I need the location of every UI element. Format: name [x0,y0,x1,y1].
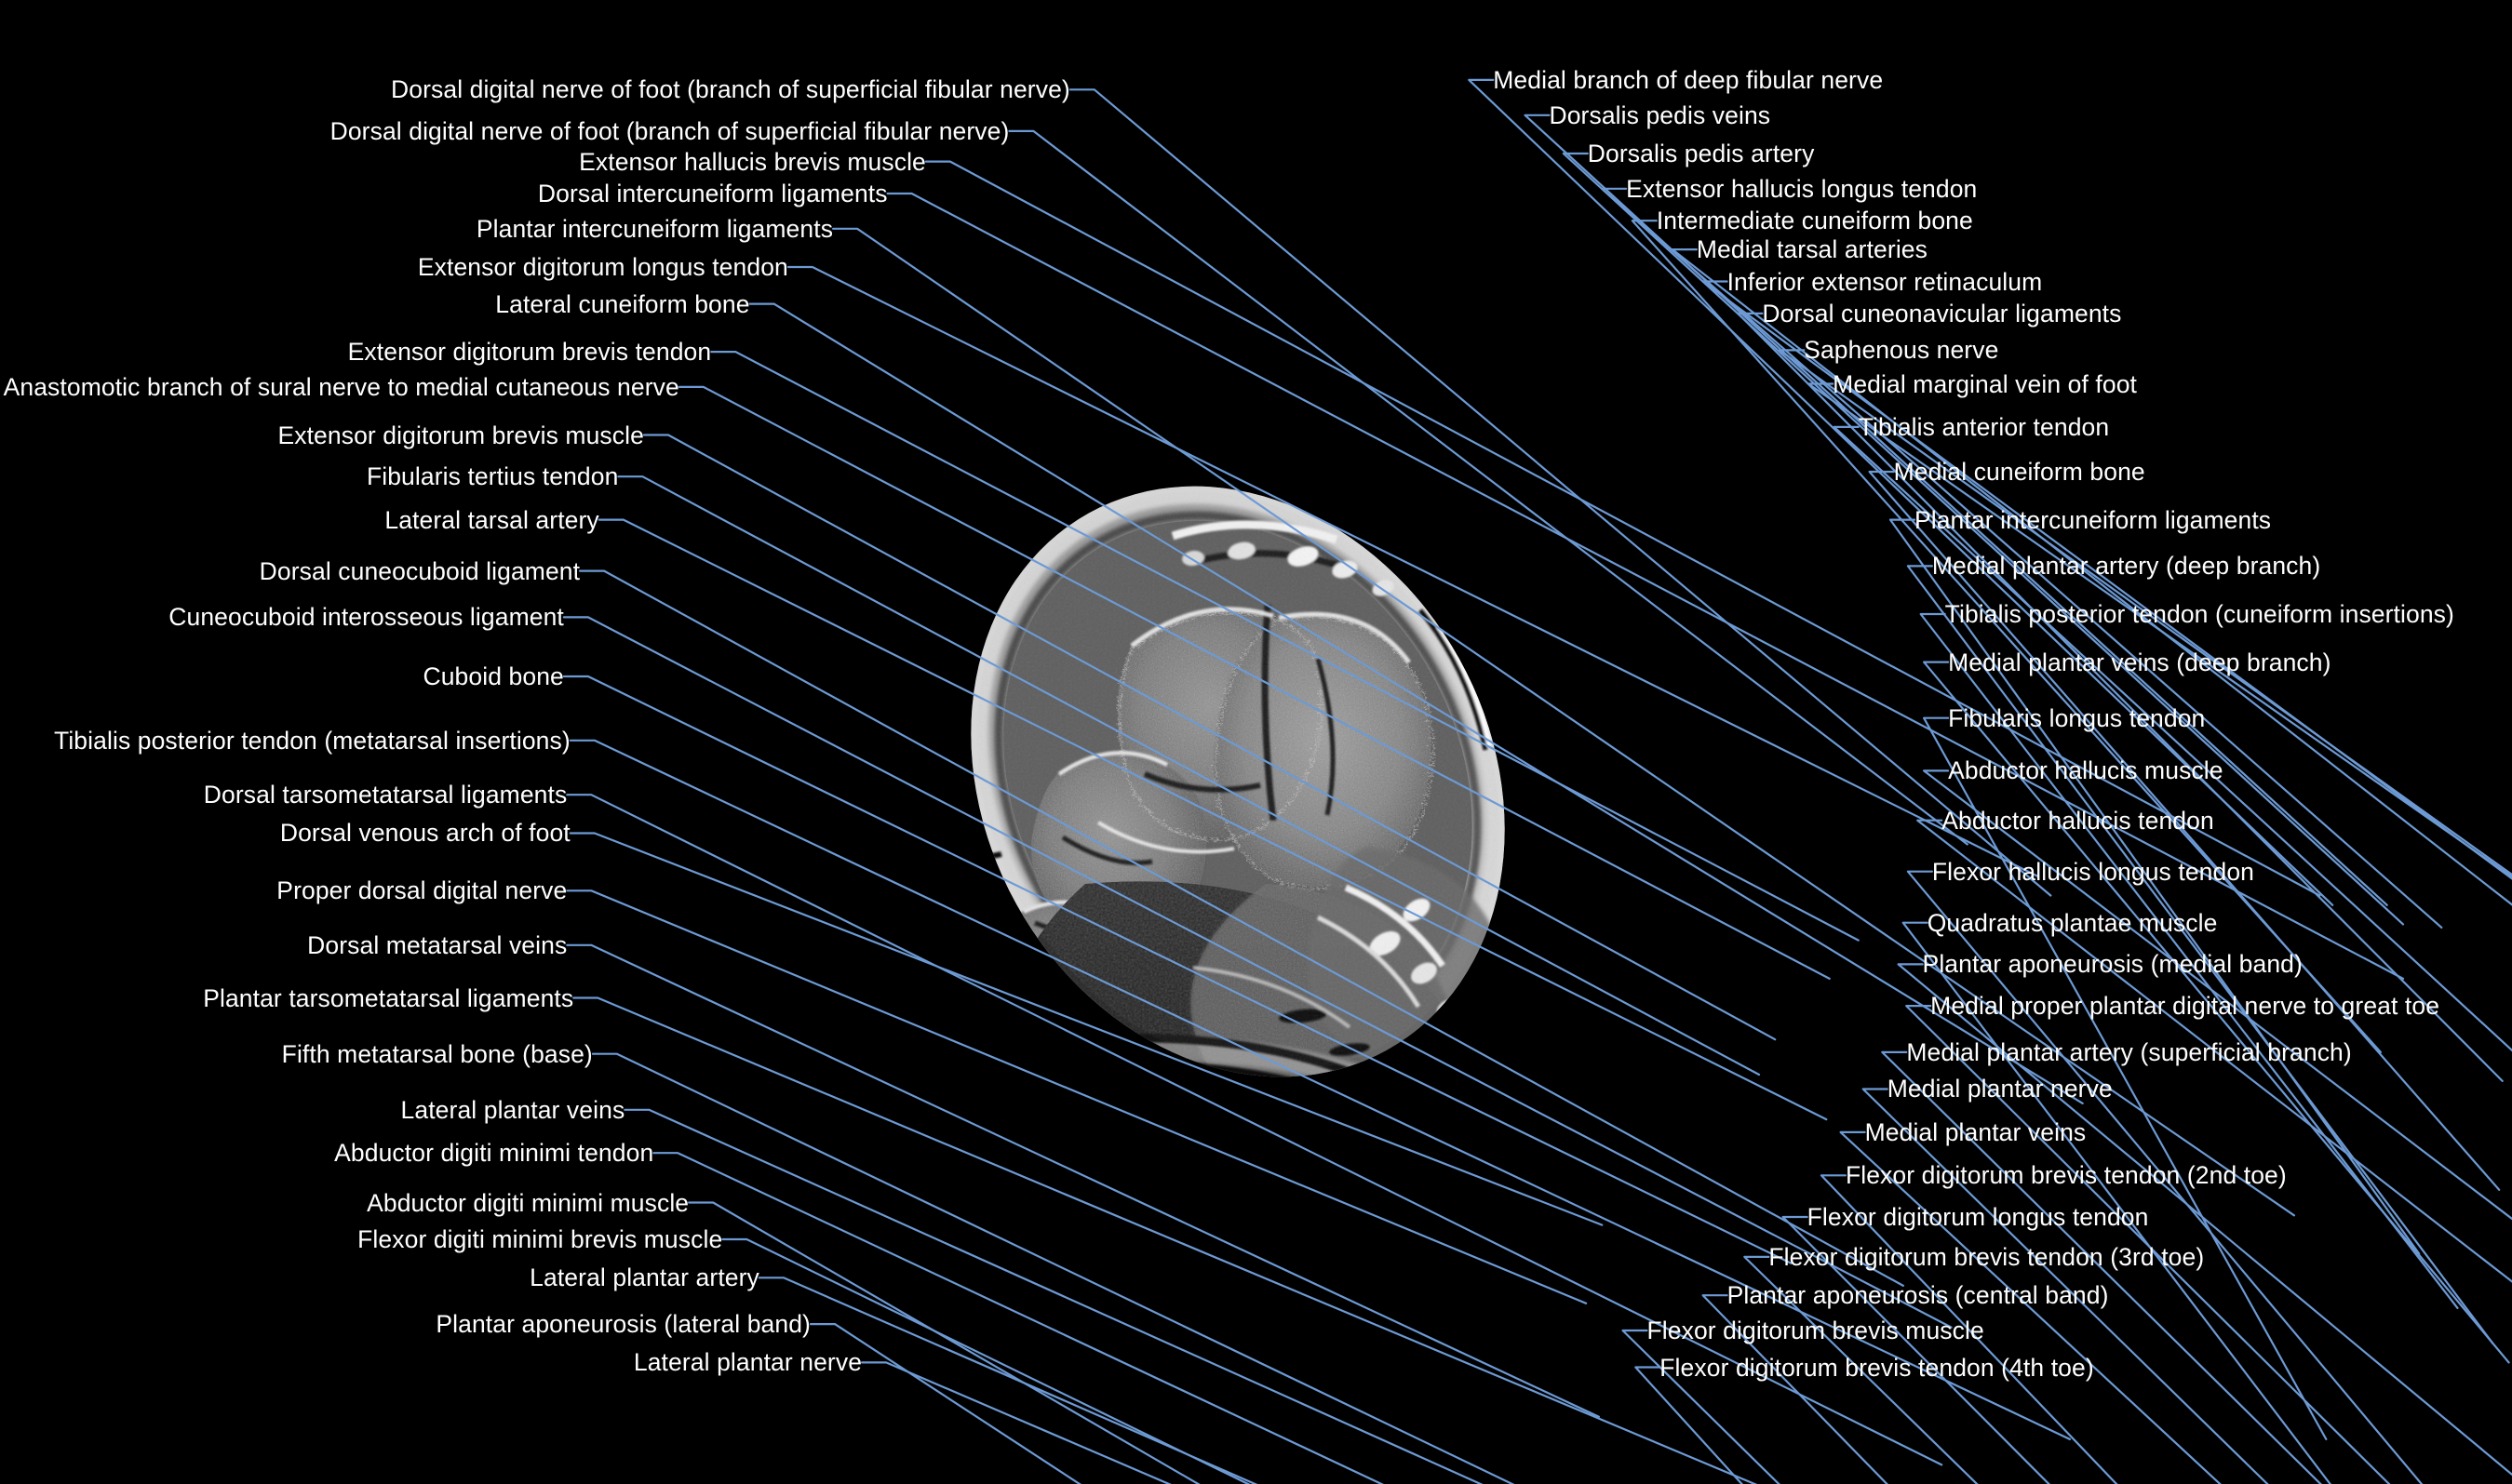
anatomy-label-r21: Quadratus plantae muscle [1927,908,2218,937]
anatomy-label-l25: Abductor digiti minimi muscle [367,1188,690,1217]
anatomy-label-r3: Dorsalis pedis artery [1587,139,1815,167]
anatomy-label-r20: Flexor hallucis longus tendon [1931,857,2255,886]
anatomy-label-l9: Anastomotic branch of sural nerve to med… [3,372,679,401]
anatomy-label-r11: Tibialis anterior tendon [1858,412,2110,441]
anatomy-label-r13: Plantar intercuneiform ligaments [1914,505,2272,534]
anatomy-label-r24: Medial plantar artery (superficial branc… [1906,1037,2352,1066]
anatomy-label-l21: Plantar tarsometatarsal ligaments [203,983,574,1012]
anatomy-label-r2: Dorsalis pedis veins [1549,100,1771,129]
anatomy-label-r19: Abductor hallucis tendon [1941,806,2214,835]
anatomy-label-r12: Medial cuneiform bone [1893,457,2145,486]
anatomy-label-l8: Extensor digitorum brevis tendon [347,337,712,366]
anatomy-label-r27: Flexor digitorum brevis tendon (2nd toe) [1845,1161,2287,1190]
anatomy-label-r31: Flexor digitorum brevis muscle [1646,1316,1984,1344]
anatomy-label-r32: Flexor digitorum brevis tendon (4th toe) [1659,1353,2094,1382]
anatomy-label-l14: Cuneocuboid interosseous ligament [168,603,564,632]
anatomy-label-r25: Medial plantar nerve [1887,1075,2113,1103]
anatomy-label-r9: Saphenous nerve [1804,336,1999,365]
anatomy-label-l15: Cuboid bone [423,662,564,690]
anatomy-label-l29: Lateral plantar nerve [633,1348,863,1377]
anatomy-label-r17: Fibularis longus tendon [1948,703,2206,732]
anatomy-label-l13: Dorsal cuneocuboid ligament [259,556,581,585]
anatomy-label-l23: Lateral plantar veins [400,1095,625,1124]
anatomy-label-l20: Dorsal metatarsal veins [307,930,568,959]
anatomy-label-r8: Dorsal cuneonavicular ligaments [1762,299,2122,328]
anatomy-label-r1: Medial branch of deep fibular nerve [1493,65,1884,94]
anatomy-label-r28: Flexor digitorum longus tendon [1807,1202,2149,1231]
anatomy-label-r23: Medial proper plantar digital nerve to g… [1930,991,2440,1020]
anatomy-label-r14: Medial plantar artery (deep branch) [1931,552,2321,581]
anatomy-label-l2: Dorsal digital nerve of foot (branch of … [329,116,1010,145]
anatomy-label-l17: Dorsal tarsometatarsal ligaments [203,780,568,809]
anatomy-label-l12: Lateral tarsal artery [384,505,599,534]
leader-line-l25 [688,1201,1201,1484]
anatomy-label-r22: Plantar aponeurosis (medial band) [1922,950,2303,979]
anatomy-label-l26: Flexor digiti minimi brevis muscle [357,1224,723,1253]
anatomy-label-r7: Inferior extensor retinaculum [1726,267,2043,296]
anatomy-label-r30: Plantar aponeurosis (central band) [1726,1280,2109,1309]
leader-line-r32 [1634,1366,1743,1484]
anatomy-label-r4: Extensor hallucis longus tendon [1626,174,1978,203]
anatomy-label-r15: Tibialis posterior tendon (cuneiform ins… [1944,599,2454,628]
anatomy-label-l19: Proper dorsal digital nerve [276,876,568,905]
anatomy-label-l27: Lateral plantar artery [530,1263,759,1292]
anatomy-label-l10: Extensor digitorum brevis muscle [277,421,644,449]
anatomy-label-l28: Plantar aponeurosis (lateral band) [436,1309,811,1338]
anatomy-label-r10: Medial marginal vein of foot [1833,369,2138,398]
anatomy-label-l16: Tibialis posterior tendon (metatarsal in… [54,726,571,755]
anatomy-label-r6: Medial tarsal arteries [1696,234,1928,263]
anatomy-label-l3: Extensor hallucis brevis muscle [579,147,926,176]
axial-foot-mri-image [866,447,1610,1116]
anatomy-label-l6: Extensor digitorum longus tendon [417,252,788,281]
anatomy-label-l4: Dorsal intercuneiform ligaments [537,179,888,207]
anatomy-label-l1: Dorsal digital nerve of foot (branch of … [391,75,1070,103]
anatomy-label-r18: Abductor hallucis muscle [1948,756,2223,785]
anatomy-label-r26: Medial plantar veins [1864,1117,2087,1146]
anatomy-label-l22: Fifth metatarsal bone (base) [281,1039,593,1068]
anatomy-label-r16: Medial plantar veins (deep branch) [1948,648,2331,676]
anatomy-label-r5: Intermediate cuneiform bone [1656,206,1973,234]
anatomy-label-l18: Dorsal venous arch of foot [279,819,571,848]
leader-line-l28 [809,1323,1081,1484]
anatomy-label-l24: Abductor digiti minimi tendon [334,1138,654,1167]
anatomy-label-l7: Lateral cuneiform bone [495,289,750,318]
anatomy-label-r29: Flexor digitorum brevis tendon (3rd toe) [1768,1242,2205,1271]
anatomy-label-l11: Fibularis tertius tendon [366,461,619,490]
anatomy-label-l5: Plantar intercuneiform ligaments [476,214,834,243]
